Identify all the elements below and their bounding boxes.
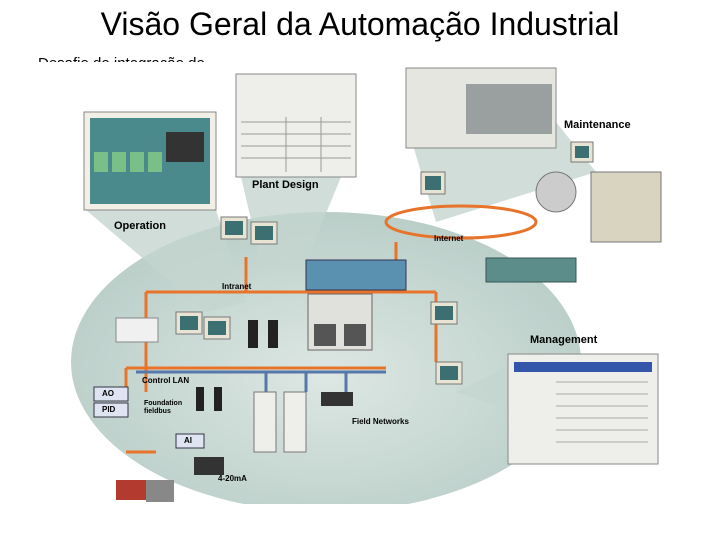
management-screen <box>507 353 659 465</box>
diagram-canvas <box>71 67 662 504</box>
label-management: Management <box>530 334 598 346</box>
label-pid: PID <box>102 405 116 414</box>
operation-cone <box>86 210 246 312</box>
plant-design-grid <box>241 117 351 172</box>
label-ai: AI <box>184 436 192 445</box>
label-maintenance: Maintenance <box>564 119 631 131</box>
label-internet: Internet <box>434 234 464 243</box>
ai-box <box>175 433 205 449</box>
internet-ring <box>384 204 538 240</box>
plant-design-screen <box>235 73 357 178</box>
lan-lines <box>136 370 386 402</box>
label-4-20ma: 4-20mA <box>218 474 247 483</box>
operation-screen-tiles <box>94 132 204 172</box>
ao-box <box>93 386 129 402</box>
field-instruments <box>116 457 224 502</box>
io-modules <box>196 320 278 411</box>
label-operation: Operation <box>114 220 166 232</box>
refinery <box>485 257 577 283</box>
process-plant <box>305 259 407 291</box>
label-control-lan: Control LAN <box>142 376 190 385</box>
pid-box <box>93 402 129 418</box>
satellite-dish <box>535 171 577 213</box>
computer-screens <box>180 146 589 380</box>
factory-building <box>590 171 662 243</box>
slide-title: Visão Geral da Automação Industrial <box>100 6 620 42</box>
label-ao: AO <box>102 389 114 398</box>
management-screen-rows <box>556 381 648 443</box>
field-device <box>321 392 353 406</box>
label-intranet: Intranet <box>222 282 252 291</box>
label-field-networks: Field Networks <box>352 417 409 426</box>
label-plant-design: Plant Design <box>252 179 319 191</box>
automation-diagram: Maintenance Plant Design Operation Manag… <box>36 62 692 504</box>
server-rack <box>115 317 159 343</box>
drive-cabinets <box>253 391 307 453</box>
label-foundation-fieldbus: Foundation fieldbus <box>144 400 183 415</box>
